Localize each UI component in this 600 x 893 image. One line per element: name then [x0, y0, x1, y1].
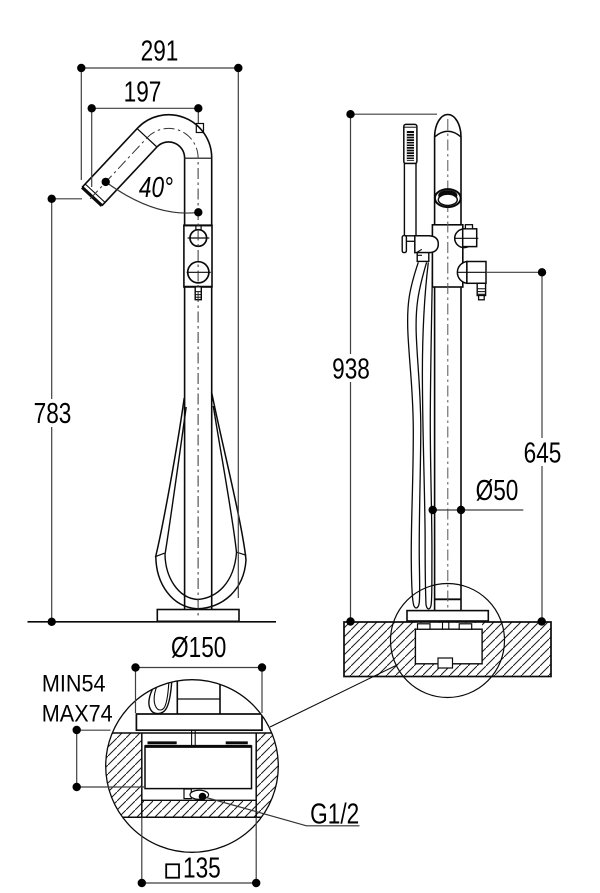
svg-text:Ø50: Ø50 — [476, 473, 519, 506]
svg-text:MAX74: MAX74 — [42, 700, 113, 727]
svg-text:291: 291 — [141, 34, 179, 67]
svg-text:G1/2: G1/2 — [310, 797, 359, 830]
svg-text:Ø150: Ø150 — [171, 630, 226, 663]
svg-text:MIN54: MIN54 — [42, 669, 106, 696]
svg-text:938: 938 — [332, 352, 370, 385]
svg-text:783: 783 — [34, 396, 72, 429]
svg-text:135: 135 — [183, 851, 221, 884]
svg-text:645: 645 — [524, 436, 562, 469]
svg-text:40°: 40° — [139, 170, 173, 203]
svg-text:197: 197 — [124, 75, 162, 108]
